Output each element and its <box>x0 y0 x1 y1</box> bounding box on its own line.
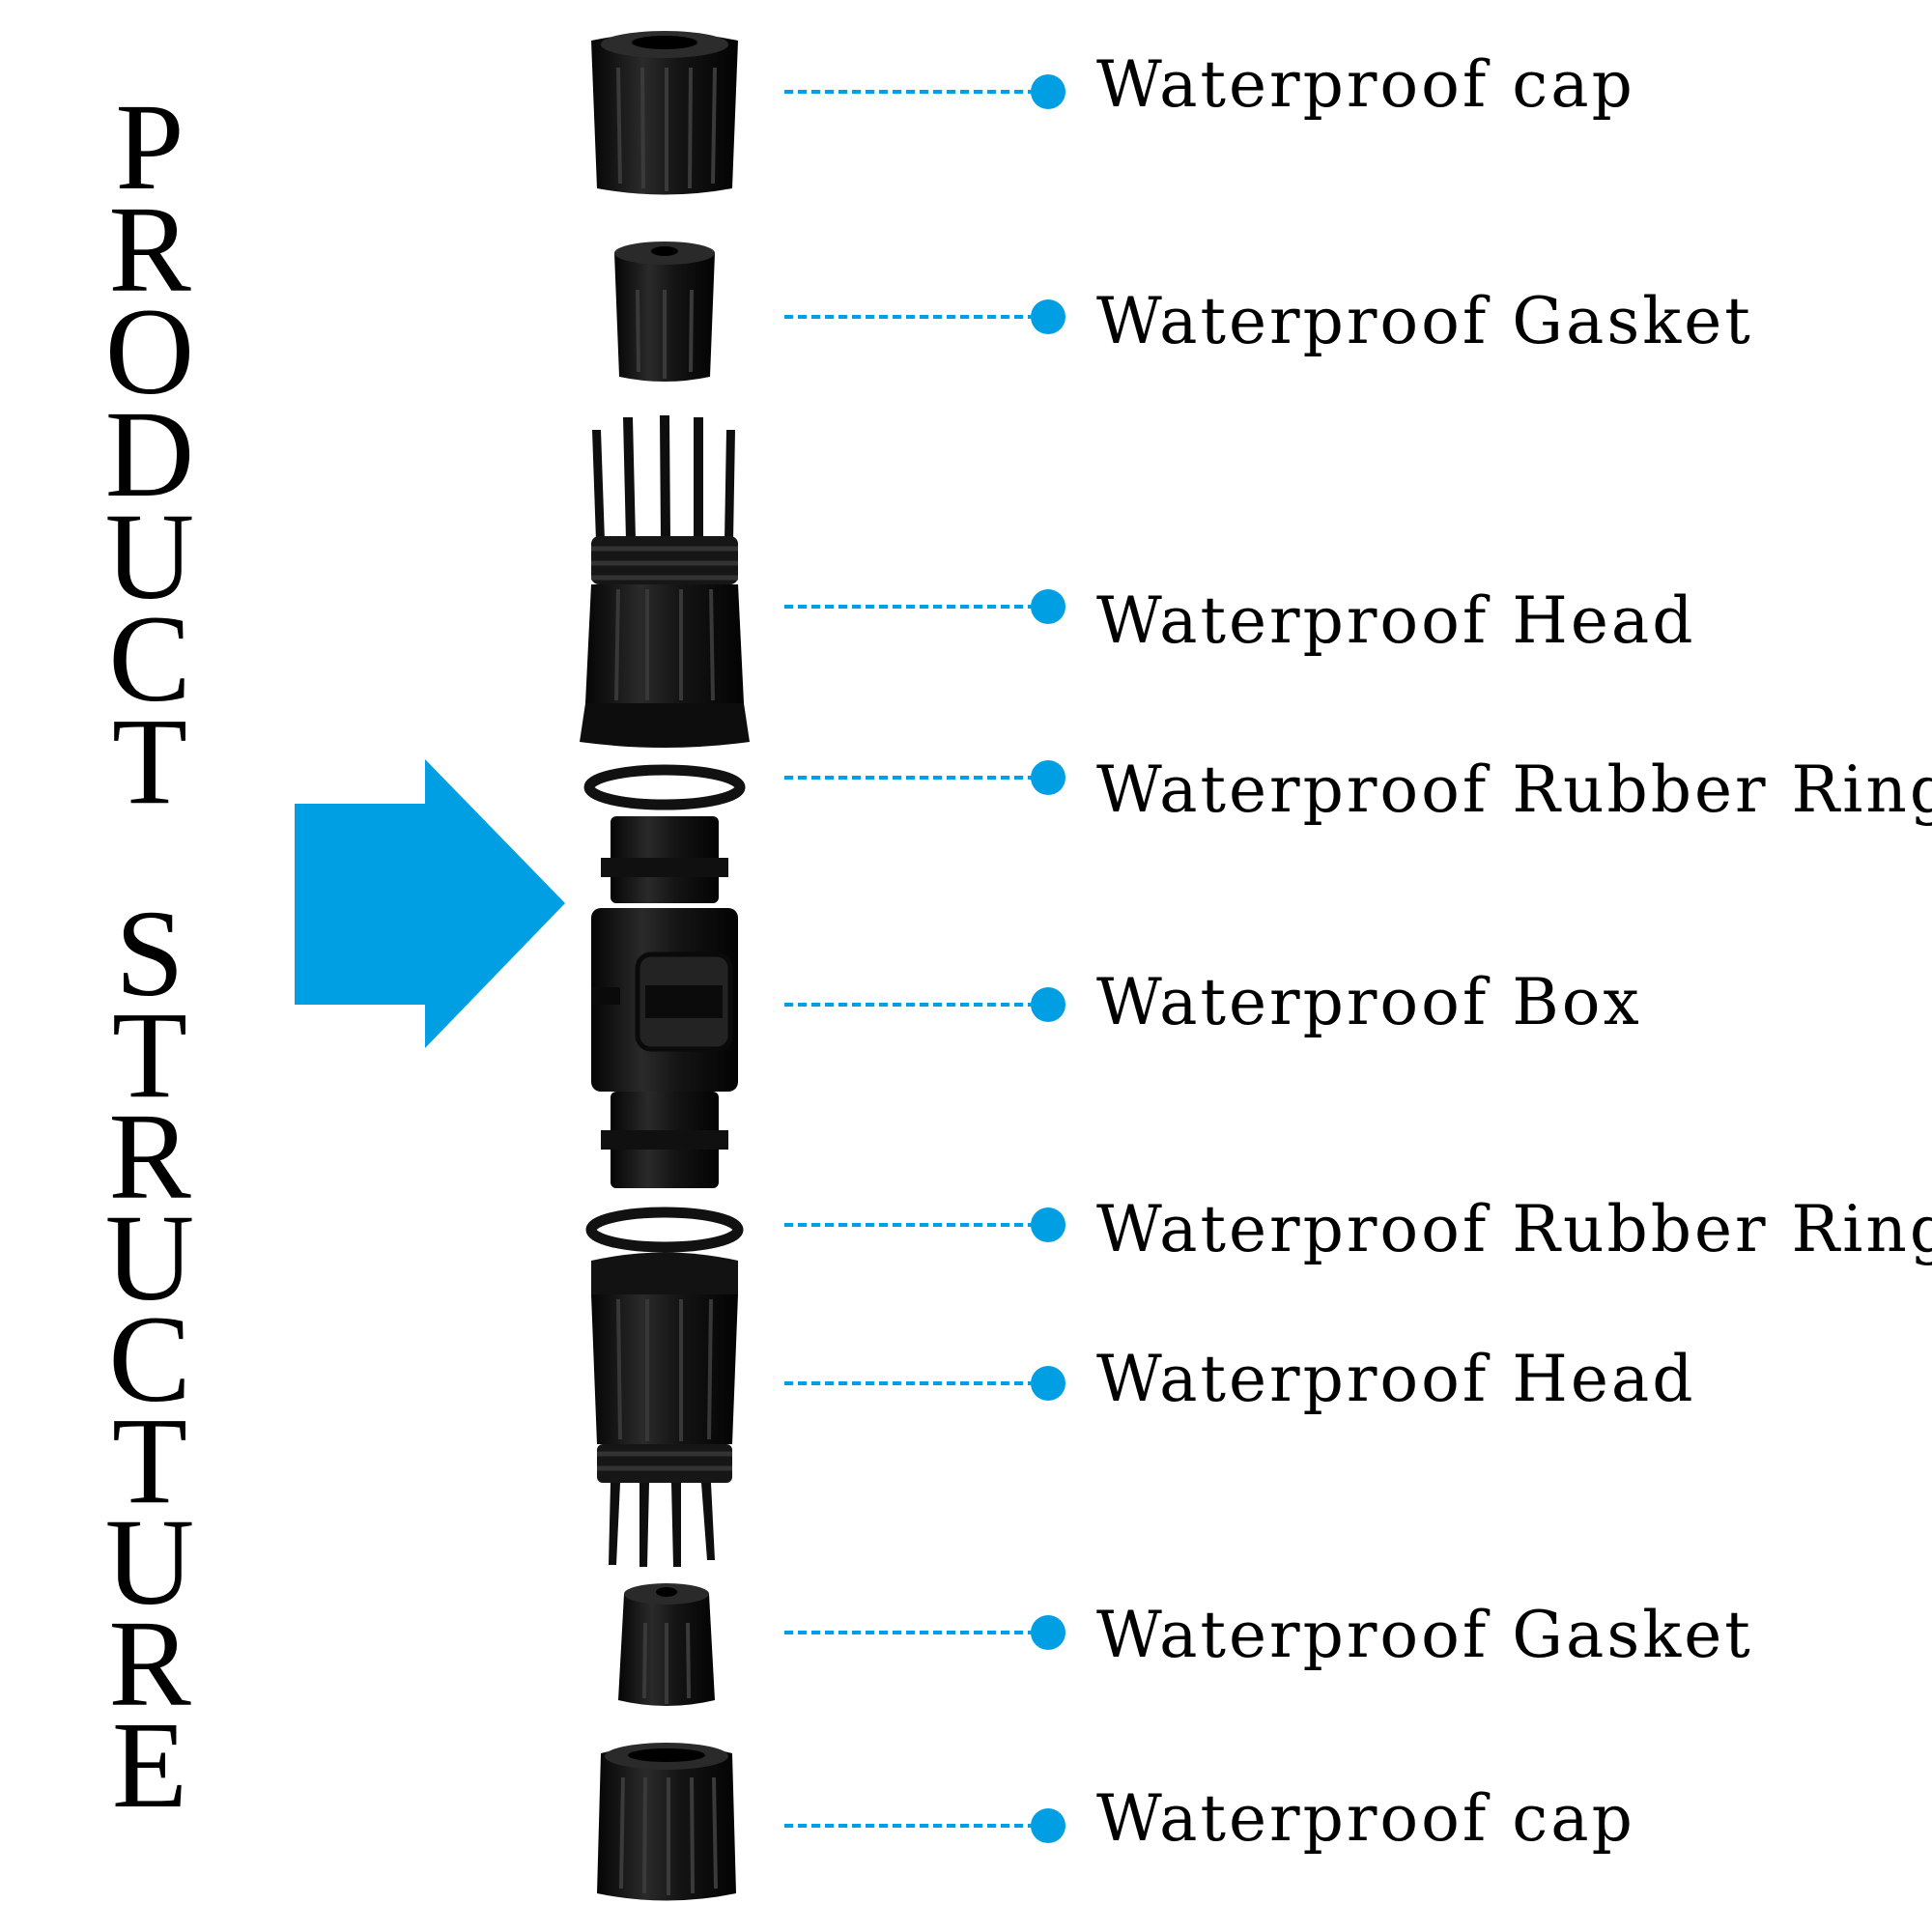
title-letter: U <box>105 488 194 625</box>
part-label: Waterproof Head <box>1096 1342 1695 1416</box>
title-letter: T <box>112 693 187 830</box>
callout-dot <box>1031 987 1065 1022</box>
bottom-rubber-ring-part <box>585 1207 744 1253</box>
title-letter: U <box>105 1189 194 1326</box>
part-label: Waterproof cap <box>1096 47 1635 122</box>
callout-dot <box>1031 1808 1065 1843</box>
bottom-gasket-part <box>618 1583 715 1706</box>
callout-dot <box>1031 1208 1065 1242</box>
title-letter: C <box>108 1291 190 1428</box>
title-letter: U <box>105 1493 194 1631</box>
title-letter: R <box>108 1088 191 1225</box>
top-cap-part <box>591 31 738 195</box>
callout-dot <box>1031 299 1065 334</box>
part-label: Waterproof cap <box>1096 1781 1635 1856</box>
connector-parts <box>580 31 750 1901</box>
part-label: Waterproof Gasket <box>1096 284 1753 358</box>
bottom-head-part <box>591 1252 738 1567</box>
right-arrow-icon <box>295 759 565 1048</box>
top-head-part <box>580 415 750 748</box>
part-label: Waterproof Head <box>1096 583 1695 658</box>
title-letter: O <box>105 283 194 420</box>
title-letter: T <box>112 986 187 1123</box>
part-label: Waterproof Gasket <box>1096 1598 1753 1672</box>
callout-dot <box>1031 589 1065 624</box>
box-part <box>591 816 738 1188</box>
callout-dot <box>1031 1615 1065 1650</box>
bottom-cap-part <box>597 1743 736 1901</box>
title-letter: E <box>112 1696 187 1833</box>
title-letter: R <box>108 1595 191 1732</box>
part-label: Waterproof Rubber Ring <box>1096 753 1932 827</box>
title-letter: R <box>108 181 191 318</box>
top-gasket-part <box>614 242 715 382</box>
title-letter: D <box>105 385 194 523</box>
part-label: Waterproof Box <box>1096 965 1642 1039</box>
callout-dot <box>1031 74 1065 109</box>
callout-dot <box>1031 1366 1065 1401</box>
callout-dot <box>1031 760 1065 795</box>
part-label: Waterproof Rubber Ring <box>1096 1192 1932 1266</box>
title-letter: C <box>108 590 190 727</box>
top-rubber-ring-part <box>583 764 746 810</box>
title-letter: P <box>115 78 184 215</box>
title-letter: T <box>112 1392 187 1529</box>
title-letter: S <box>115 885 184 1022</box>
